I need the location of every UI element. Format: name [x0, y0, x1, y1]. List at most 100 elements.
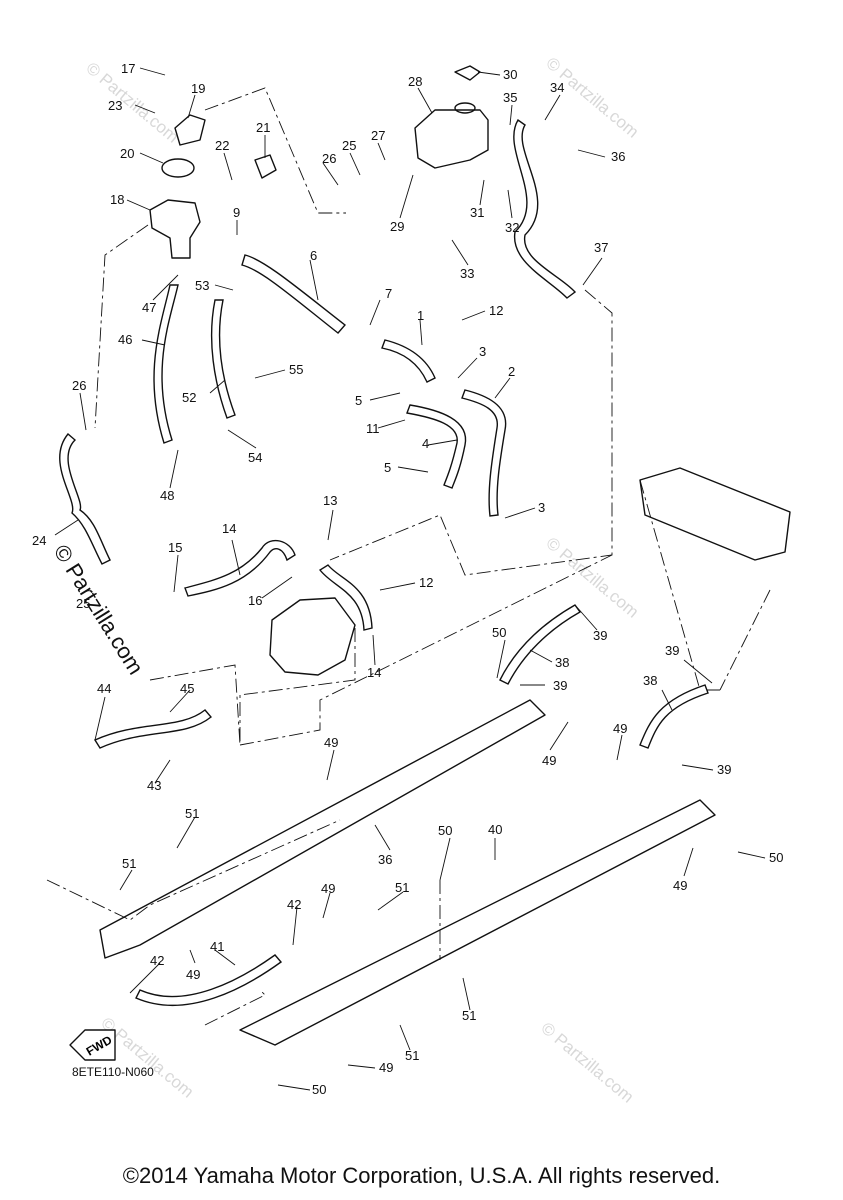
callout-51: 51: [185, 806, 199, 821]
callout-12: 13: [323, 493, 337, 508]
callouts: 17 19 23 20 21 22 18 9 6 7 1 12 3 2 5 11…: [32, 61, 783, 1097]
callout-49b: 49: [542, 753, 556, 768]
callout-40: 40: [488, 822, 502, 837]
callout-39: 39: [593, 628, 607, 643]
hose-11: [318, 564, 373, 631]
hose-6: [241, 254, 347, 334]
callout-49: 49: [613, 721, 627, 736]
callout-1: 1: [417, 308, 424, 323]
callout-53: 53: [195, 278, 209, 293]
watermark: © Partzilla.com: [542, 534, 642, 622]
callout-49f: 49: [186, 967, 200, 982]
thermostat-housing: [149, 199, 201, 259]
callout-14: 15: [168, 540, 182, 555]
callout-9: 11: [366, 421, 380, 436]
callout-22: 21: [256, 120, 270, 135]
callout-42: 42: [287, 897, 301, 912]
callout-25: 25: [342, 138, 356, 153]
hose-38-rear: [639, 684, 709, 749]
hose-15: [59, 433, 111, 565]
callout-33: 34: [550, 80, 564, 95]
hose-4: [406, 404, 467, 489]
callout-38b: 38: [643, 673, 657, 688]
diagram-code: 8ETE110-N060: [72, 1065, 154, 1079]
hose-38-front: [499, 604, 582, 685]
callout-27: 28: [408, 74, 422, 89]
copyright-notice: ©2014 Yamaha Motor Corporation, U.S.A. A…: [122, 1163, 721, 1188]
callout-12b: 14: [367, 665, 381, 680]
hose-2: [461, 389, 507, 517]
callout-39c: 39: [665, 643, 679, 658]
callout-34: 35: [503, 90, 517, 105]
temp-sensor: [254, 154, 277, 179]
callout-3: 3: [479, 344, 486, 359]
parts: [59, 65, 791, 1061]
watermark-layer: © Partzilla.com © Partzilla.com © Partzi…: [82, 54, 642, 1107]
callout-43: 43: [147, 778, 161, 793]
coolant-reservoir: [414, 109, 489, 169]
callout-26: 26: [322, 151, 336, 166]
callout-26b: 27: [371, 128, 385, 143]
callout-51e: 51: [405, 1048, 419, 1063]
callout-49c: 49: [324, 735, 338, 750]
callout-24: 23: [108, 98, 122, 113]
fwd-arrow-outline: [69, 1029, 116, 1061]
watermark: © Partzilla.com: [97, 1014, 197, 1102]
callout-6: 6: [310, 248, 317, 263]
callout-19: 19: [191, 81, 205, 96]
callout-31: 32: [505, 220, 519, 235]
callout-46: 46: [118, 332, 132, 347]
callout-49d: 49: [673, 878, 687, 893]
callout-52: 52: [182, 390, 196, 405]
callout-36: 37: [594, 240, 608, 255]
callout-30: 31: [470, 205, 484, 220]
callout-14b: 16: [248, 593, 262, 608]
radiator: [639, 467, 791, 561]
callout-15: 24: [32, 533, 46, 548]
callout-11: 12: [419, 575, 433, 590]
callout-20: 20: [120, 146, 134, 161]
callout-13: 14: [222, 521, 236, 536]
heat-exchanger-40: [239, 799, 716, 1046]
water-pump: [269, 597, 356, 676]
callout-39b: 39: [553, 678, 567, 693]
hose-13: [184, 539, 296, 597]
watermark: © Partzilla.com: [542, 54, 642, 142]
callout-5b: 5: [384, 460, 391, 475]
callout-21: 17: [121, 61, 135, 76]
callout-28: 29: [390, 219, 404, 234]
callout-50c: 50: [769, 850, 783, 865]
callout-2: 2: [508, 364, 515, 379]
hose-52: [210, 299, 236, 419]
heat-exchanger-37: [99, 699, 546, 959]
callout-18: 18: [110, 192, 124, 207]
callout-10: 12: [489, 303, 503, 318]
callout-47: 47: [142, 300, 156, 315]
callout-42b: 42: [150, 953, 164, 968]
callout-8: 9: [233, 205, 240, 220]
callout-44: 44: [97, 681, 111, 696]
callout-51b: 51: [122, 856, 136, 871]
callout-38: 38: [555, 655, 569, 670]
reservoir-neck: [454, 102, 476, 114]
thermostat: [161, 158, 195, 178]
callout-35: 36: [611, 149, 625, 164]
callout-45: 45: [180, 681, 194, 696]
callout-50: 50: [492, 625, 506, 640]
callout-37: 36: [378, 852, 392, 867]
watermark: © Partzilla.com: [537, 1019, 637, 1107]
hose-1: [381, 339, 436, 383]
group-lines: [46, 87, 771, 1026]
callout-32: 33: [460, 266, 474, 281]
callout-50d: 50: [312, 1082, 326, 1097]
reservoir-cap: [454, 65, 481, 81]
callout-51d: 51: [462, 1008, 476, 1023]
callout-49e: 49: [321, 881, 335, 896]
callout-17: 26: [72, 378, 86, 393]
hose-41: [135, 954, 283, 1007]
callout-4: 4: [422, 436, 429, 451]
hose-33: [513, 118, 577, 299]
callout-51c: 51: [395, 880, 409, 895]
callout-55: 55: [289, 362, 303, 377]
